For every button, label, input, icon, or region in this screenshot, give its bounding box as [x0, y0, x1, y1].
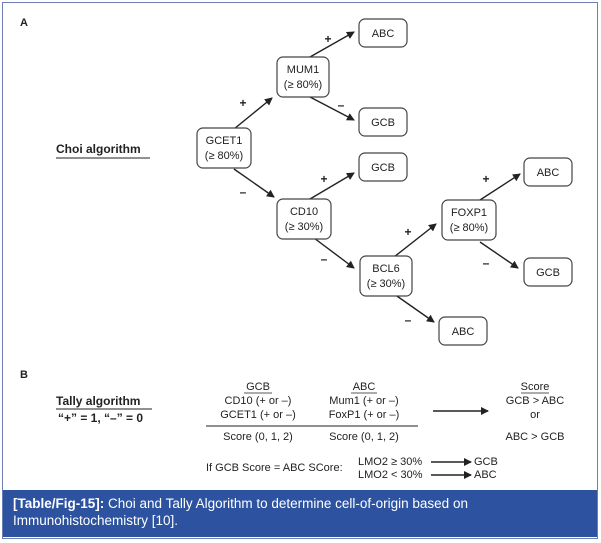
node-threshold: (≥ 80%): [205, 150, 243, 162]
panel-b-label: B: [20, 369, 28, 381]
node-label: ABC: [537, 167, 560, 179]
gcb-score: Score (0, 1, 2): [223, 431, 293, 443]
minus-sign: –: [321, 252, 328, 266]
abc-row-2: FoxP1 (+ or –): [329, 409, 400, 421]
node-label: BCL6: [372, 263, 400, 275]
result-gcb-gt-abc: GCB > ABC: [506, 395, 564, 407]
arrow-gcet1-mum1: [233, 97, 273, 130]
node-mum1: MUM1 (≥ 80%): [276, 56, 330, 98]
node-threshold: (≥ 30%): [285, 221, 323, 233]
arrow-bcl6-foxp1: [393, 223, 437, 258]
arrow-foxp1-gcb: [479, 241, 519, 269]
node-threshold: (≥ 80%): [450, 222, 488, 234]
tie-label: If GCB Score = ABC SCore:: [206, 462, 343, 474]
result-or: or: [530, 409, 540, 421]
node-threshold: (≥ 80%): [284, 79, 322, 91]
minus-sign: –: [405, 313, 412, 327]
node-gcb: GCB: [523, 257, 573, 287]
plus-sign: +: [324, 32, 331, 46]
node-label: MUM1: [287, 64, 319, 76]
plus-sign: +: [239, 96, 246, 110]
panel-a-label: A: [20, 17, 28, 29]
tie-rule-2: LMO2 < 30%: [358, 469, 423, 481]
tie-result-2: ABC: [474, 469, 497, 481]
node-label: FOXP1: [451, 207, 487, 219]
result-header: Score: [521, 381, 550, 393]
plus-sign: +: [404, 225, 411, 239]
arrow-bcl6-abc: [393, 293, 435, 323]
node-label: GCET1: [206, 135, 243, 147]
node-abc: ABC: [438, 316, 488, 346]
arrow-mum1-abc: [309, 31, 355, 58]
plus-sign: +: [482, 172, 489, 186]
node-abc: ABC: [358, 18, 408, 48]
tie-rule-1: LMO2 ≥ 30%: [358, 456, 422, 468]
gcb-row-1: CD10 (+ or –): [225, 395, 292, 407]
node-label: GCB: [371, 117, 395, 129]
node-label: GCB: [371, 162, 395, 174]
tally-scoring-rule: “+” = 1, “–” = 0: [58, 411, 143, 425]
choi-algorithm-title: Choi algorithm: [56, 142, 141, 156]
node-foxp1: FOXP1 (≥ 80%): [441, 199, 497, 241]
result-abc-gt-gcb: ABC > GCB: [506, 431, 565, 443]
minus-sign: –: [338, 98, 345, 112]
gcb-header: GCB: [246, 381, 270, 393]
arrow-cd10-gcb: [309, 172, 355, 200]
node-gcb: GCB: [358, 107, 408, 137]
tie-result-1: GCB: [474, 456, 498, 468]
abc-score: Score (0, 1, 2): [329, 431, 399, 443]
figure-caption: [Table/Fig-15]: Choi and Tally Algorithm…: [3, 490, 597, 537]
node-cd10: CD10 (≥ 30%): [276, 198, 332, 240]
arrow-mum1-gcb: [309, 96, 355, 121]
caption-label: [Table/Fig-15]:: [13, 496, 105, 511]
plus-sign: +: [320, 172, 327, 186]
node-gcb: GCB: [358, 152, 408, 182]
node-abc: ABC: [523, 157, 573, 187]
algorithm-diagram: A Choi algorithm + – + – + – + – + – GCE…: [20, 17, 573, 481]
node-label: CD10: [290, 206, 318, 218]
node-label: ABC: [452, 326, 475, 338]
minus-sign: –: [483, 256, 490, 270]
arrow-cd10-bcl6: [309, 234, 355, 269]
gcb-row-2: GCET1 (+ or –): [220, 409, 296, 421]
tally-algorithm-title: Tally algorithm: [56, 394, 140, 408]
abc-row-1: Mum1 (+ or –): [329, 395, 398, 407]
caption-text: Choi and Tally Algorithm to determine ce…: [13, 496, 468, 528]
node-threshold: (≥ 30%): [367, 278, 405, 290]
arrow-gcet1-cd10: [233, 168, 275, 198]
minus-sign: –: [240, 185, 247, 199]
node-bcl6: BCL6 (≥ 30%): [359, 255, 413, 297]
node-label: GCB: [536, 267, 560, 279]
node-gcet1: GCET1 (≥ 80%): [196, 127, 252, 169]
arrow-foxp1-abc: [479, 173, 521, 201]
abc-header: ABC: [353, 381, 376, 393]
node-label: ABC: [372, 28, 395, 40]
